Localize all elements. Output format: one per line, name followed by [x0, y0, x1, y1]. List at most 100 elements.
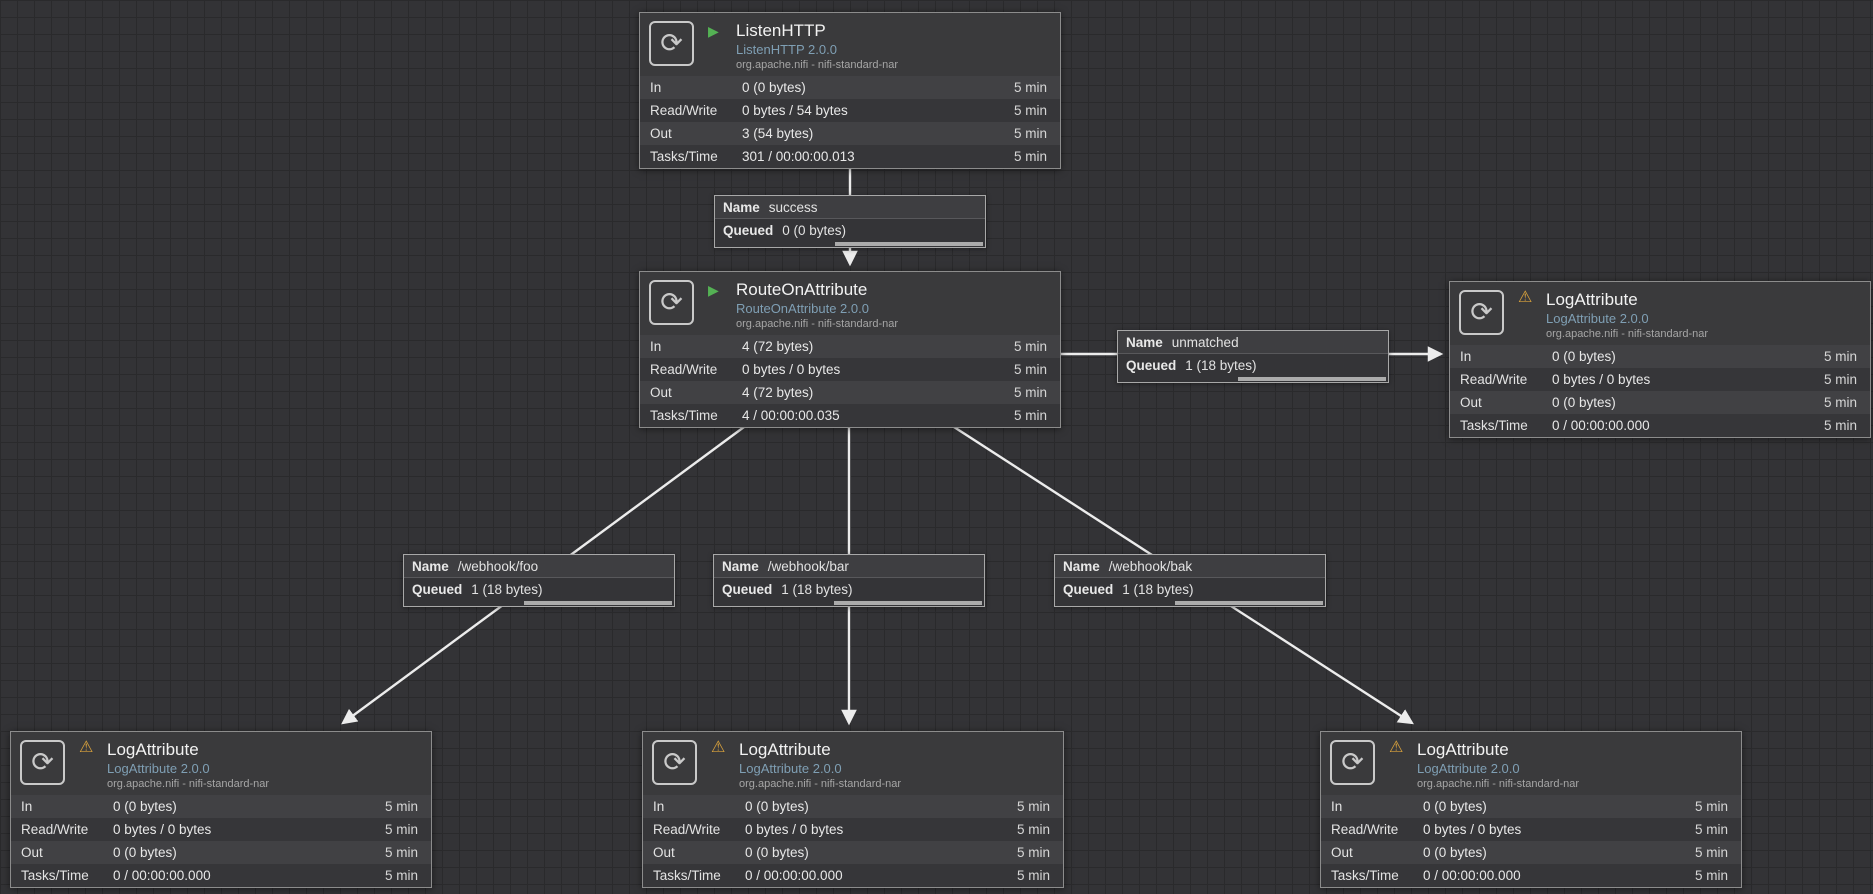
processor-name: LogAttribute [107, 740, 199, 759]
processor-bundle: org.apache.nifi - nifi-standard-nar [736, 318, 899, 330]
stat-row-read-write: Read/Write 0 bytes / 0 bytes 5 min [1321, 818, 1741, 841]
run-status-running-icon: ▶ [708, 23, 719, 39]
processor-bundle: org.apache.nifi - nifi-standard-nar [736, 59, 899, 71]
stat-value-in: 0 (0 bytes) [1552, 349, 1616, 364]
stat-window: 5 min [1016, 845, 1050, 860]
processor-icon: ⟳ [652, 740, 697, 785]
stat-value-read-write: 0 bytes / 54 bytes [742, 103, 848, 118]
stat-window: 5 min [1013, 103, 1047, 118]
processor-header-text: ⚠ LogAttribute LogAttribute 2.0.0 org.ap… [1516, 290, 1708, 345]
stat-value-tasks-time: 0 / 00:00:00.000 [1552, 418, 1650, 433]
connection-queued-row: Queued 1 (18 bytes) [404, 578, 674, 601]
stat-value-read-write: 0 bytes / 0 bytes [1552, 372, 1651, 387]
stat-row-tasks-time: Tasks/Time 301 / 00:00:00.013 5 min [640, 145, 1060, 168]
stat-label-read-write: Read/Write [21, 822, 89, 837]
connection-label-webhook-foo[interactable]: Name /webhook/foo Queued 1 (18 bytes) [403, 554, 675, 607]
processor-listenhttp[interactable]: ⟳ ▶ ListenHTTP ListenHTTP 2.0.0 org.apac… [639, 12, 1061, 169]
queue-percent-bar [714, 601, 984, 606]
stat-label-out: Out [1460, 395, 1482, 410]
stat-label-in: In [650, 339, 662, 354]
stat-label-read-write: Read/Write [1331, 822, 1399, 837]
connection-label-webhook-bar[interactable]: Name /webhook/bar Queued 1 (18 bytes) [713, 554, 985, 607]
stat-window: 5 min [1013, 149, 1047, 164]
stat-value-out: 3 (54 bytes) [742, 126, 814, 141]
processor-bundle: org.apache.nifi - nifi-standard-nar [1546, 328, 1709, 340]
stat-row-in: In 0 (0 bytes) 5 min [1321, 795, 1741, 818]
stat-window: 5 min [384, 845, 418, 860]
stat-row-read-write: Read/Write 0 bytes / 0 bytes 5 min [640, 358, 1060, 381]
queue-percent-bar-track [833, 601, 982, 605]
stat-row-in: In 0 (0 bytes) 5 min [11, 795, 431, 818]
connection-queued-key: Queued [412, 582, 463, 597]
processor-logattribute-foo[interactable]: ⟳ ⚠ LogAttribute LogAttribute 2.0.0 org.… [10, 731, 432, 888]
processor-header: ⟳ ⚠ LogAttribute LogAttribute 2.0.0 org.… [1321, 732, 1741, 795]
stat-label-in: In [1460, 349, 1472, 364]
processor-type: RouteOnAttribute 2.0.0 [736, 301, 869, 316]
processor-logattribute-unmatched[interactable]: ⟳ ⚠ LogAttribute LogAttribute 2.0.0 org.… [1449, 281, 1871, 438]
processor-icon: ⟳ [649, 21, 694, 66]
stat-value-in: 0 (0 bytes) [745, 799, 809, 814]
processor-type: LogAttribute 2.0.0 [739, 761, 842, 776]
stat-window: 5 min [1013, 80, 1047, 95]
stat-label-in: In [650, 80, 662, 95]
invalid-warning-icon: ⚠ [1518, 289, 1533, 306]
stat-row-read-write: Read/Write 0 bytes / 54 bytes 5 min [640, 99, 1060, 122]
run-status-running-icon: ▶ [708, 282, 719, 298]
connection-queued-value: 1 (18 bytes) [1122, 582, 1194, 597]
connection-name-row: Name /webhook/bak [1055, 555, 1325, 578]
stat-value-out: 0 (0 bytes) [745, 845, 809, 860]
processor-logattribute-bar[interactable]: ⟳ ⚠ LogAttribute LogAttribute 2.0.0 org.… [642, 731, 1064, 888]
connection-name-value: /webhook/bak [1108, 559, 1193, 574]
processor-type: LogAttribute 2.0.0 [107, 761, 210, 776]
connection-queued-row: Queued 1 (18 bytes) [714, 578, 984, 601]
stat-row-tasks-time: Tasks/Time 0 / 00:00:00.000 5 min [11, 864, 431, 887]
connection-queued-value: 0 (0 bytes) [782, 223, 847, 238]
stat-row-read-write: Read/Write 0 bytes / 0 bytes 5 min [643, 818, 1063, 841]
connection-label-success[interactable]: Name success Queued 0 (0 bytes) [714, 195, 986, 248]
stat-value-in: 4 (72 bytes) [742, 339, 814, 354]
queue-percent-bar-track [834, 242, 983, 246]
stat-window: 5 min [1694, 845, 1728, 860]
processor-bundle: org.apache.nifi - nifi-standard-nar [739, 778, 902, 790]
stat-window: 5 min [1013, 385, 1047, 400]
queue-percent-bar-track [523, 601, 672, 605]
stat-window: 5 min [1823, 349, 1857, 364]
connection-label-unmatched[interactable]: Name unmatched Queued 1 (18 bytes) [1117, 330, 1389, 383]
stat-row-out: Out 0 (0 bytes) 5 min [643, 841, 1063, 864]
processor-name: LogAttribute [739, 740, 831, 759]
stat-label-out: Out [1331, 845, 1353, 860]
connection-queued-key: Queued [1063, 582, 1114, 597]
processor-logattribute-bak[interactable]: ⟳ ⚠ LogAttribute LogAttribute 2.0.0 org.… [1320, 731, 1742, 888]
stat-label-in: In [21, 799, 33, 814]
stat-row-tasks-time: Tasks/Time 0 / 00:00:00.000 5 min [1321, 864, 1741, 887]
stat-row-out: Out 0 (0 bytes) 5 min [1450, 391, 1870, 414]
processor-name: LogAttribute [1546, 290, 1638, 309]
stat-value-read-write: 0 bytes / 0 bytes [742, 362, 841, 377]
connection-name-key: Name [1126, 335, 1163, 350]
stat-value-read-write: 0 bytes / 0 bytes [1423, 822, 1522, 837]
stat-value-tasks-time: 0 / 00:00:00.000 [745, 868, 843, 883]
stat-window: 5 min [1016, 868, 1050, 883]
stat-label-in: In [653, 799, 665, 814]
invalid-warning-icon: ⚠ [79, 739, 94, 756]
stat-value-tasks-time: 0 / 00:00:00.000 [1423, 868, 1521, 883]
stat-row-tasks-time: Tasks/Time 0 / 00:00:00.000 5 min [643, 864, 1063, 887]
stat-window: 5 min [1823, 395, 1857, 410]
connection-queued-row: Queued 0 (0 bytes) [715, 219, 985, 242]
processor-bundle: org.apache.nifi - nifi-standard-nar [107, 778, 270, 790]
processor-routeonattribute[interactable]: ⟳ ▶ RouteOnAttribute RouteOnAttribute 2.… [639, 271, 1061, 428]
connection-label-webhook-bak[interactable]: Name /webhook/bak Queued 1 (18 bytes) [1054, 554, 1326, 607]
connection-name-value: /webhook/bar [767, 559, 849, 574]
stat-label-read-write: Read/Write [653, 822, 721, 837]
processor-type: LogAttribute 2.0.0 [1546, 311, 1649, 326]
processor-name: ListenHTTP [736, 21, 826, 40]
stat-row-out: Out 0 (0 bytes) 5 min [1321, 841, 1741, 864]
processor-icon: ⟳ [1330, 740, 1375, 785]
invalid-warning-icon: ⚠ [1389, 739, 1404, 756]
stat-label-read-write: Read/Write [650, 103, 718, 118]
processor-icon: ⟳ [1459, 290, 1504, 335]
stat-value-read-write: 0 bytes / 0 bytes [745, 822, 844, 837]
processor-icon: ⟳ [649, 280, 694, 325]
stat-label-out: Out [650, 385, 672, 400]
